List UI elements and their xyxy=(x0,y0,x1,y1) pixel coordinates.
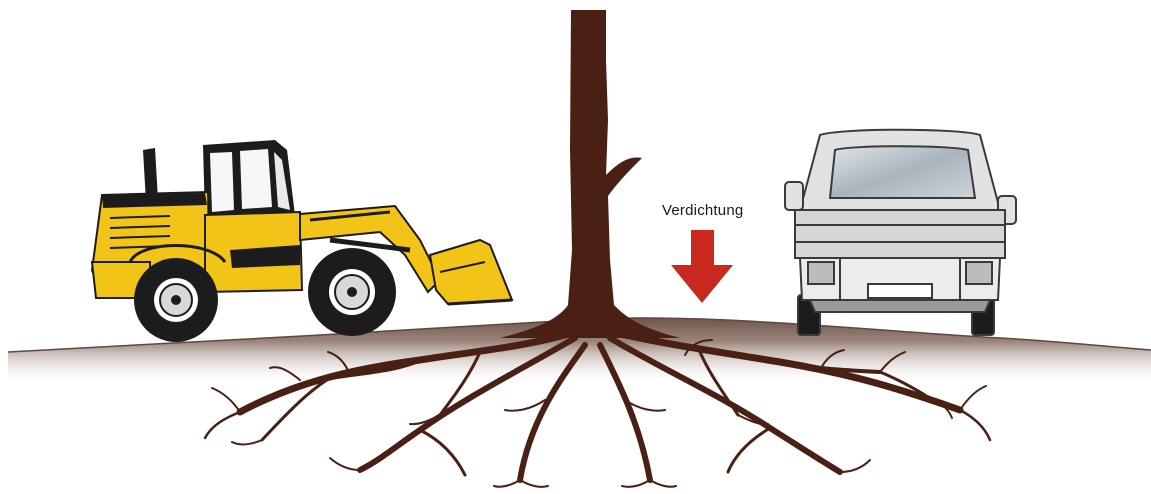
pickup-truck xyxy=(785,130,1016,335)
compaction-arrow xyxy=(671,230,733,303)
loader-rear-wheel xyxy=(134,258,218,342)
wheel-loader xyxy=(92,140,512,342)
tree-trunk xyxy=(500,10,680,338)
compaction-label: Verdichtung xyxy=(662,202,743,219)
loader-front-wheel xyxy=(308,248,396,336)
